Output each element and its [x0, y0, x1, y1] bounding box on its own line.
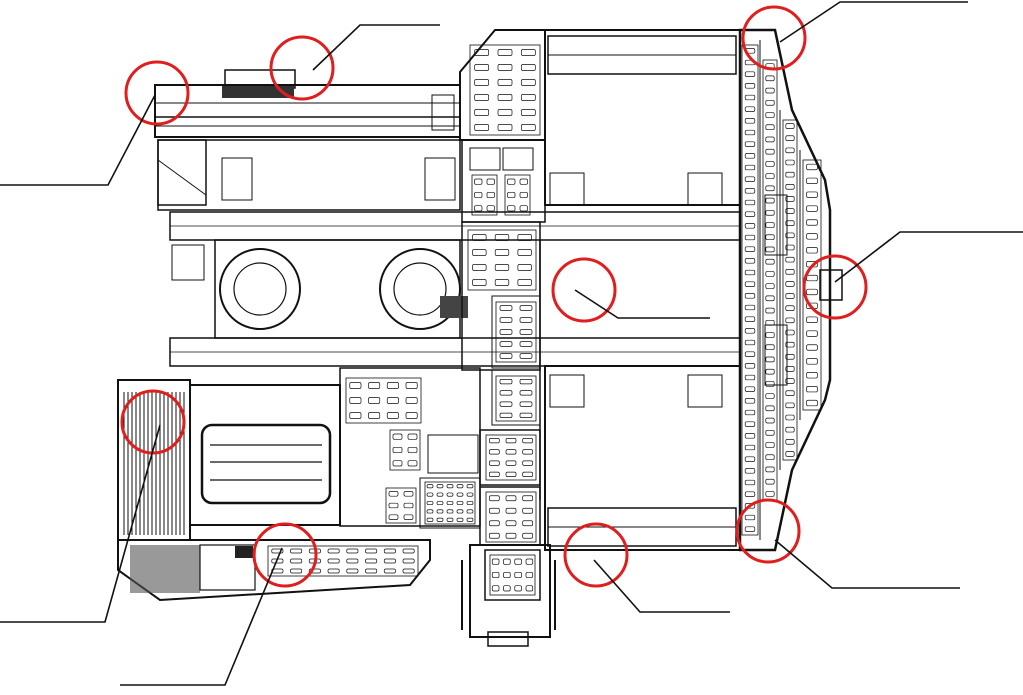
leader-line [0, 424, 161, 623]
callout-center-deck [551, 257, 710, 323]
lower-right-chamber [544, 365, 741, 551]
center-tower-top [459, 29, 546, 223]
perforated-panel [385, 487, 417, 524]
highlight-circle [741, 5, 807, 71]
perforated-panel [782, 119, 798, 461]
leader-line [574, 289, 710, 319]
perforated-panel [485, 434, 537, 481]
highlight-circle [252, 522, 318, 588]
perforated-panel [495, 301, 537, 363]
highlight-circle [124, 60, 190, 126]
radiator-grille [123, 392, 185, 535]
main-beams [169, 211, 741, 367]
upper-right-chamber [544, 29, 741, 206]
bottom-ladder [461, 544, 556, 647]
callout-bottom-left-step [120, 522, 318, 686]
perforated-panel [802, 159, 822, 411]
highlight-circle [563, 522, 629, 588]
highlight-circle [802, 254, 868, 320]
top-left-walkway [154, 69, 461, 138]
left-upper-bay [157, 139, 461, 281]
leader-line [779, 1, 968, 43]
perforated-panel [424, 481, 476, 525]
perforated-panel [741, 44, 759, 536]
highlight-circle [551, 257, 617, 323]
leader-line [774, 539, 960, 589]
lower-left-machinery [117, 367, 541, 546]
bearing-rings [219, 248, 468, 330]
perforated-panel [469, 44, 541, 136]
perforated-panel [467, 229, 537, 291]
perforated-panel [485, 491, 537, 543]
highlight-circle [735, 498, 801, 564]
callout-front-left-upper [0, 60, 190, 186]
perforated-panel [345, 377, 422, 424]
leader-line [834, 231, 1023, 283]
callout-top-left-rear [269, 24, 440, 101]
perforated-panel [489, 554, 536, 596]
callout-left-lower [0, 389, 186, 623]
callout-bottom-center [563, 522, 730, 613]
hole-pattern-panels [267, 44, 822, 596]
callout-right-center [802, 231, 1023, 320]
perforated-panel [389, 429, 421, 471]
leader-line [593, 559, 730, 613]
center-spine [461, 221, 541, 500]
perforated-panel [471, 174, 498, 216]
perforated-panel [495, 375, 537, 422]
callout-bottom-right-corner [735, 498, 960, 589]
right-bow-deck [738, 28, 843, 552]
highlight-circle [269, 35, 335, 101]
leader-line [120, 547, 283, 686]
bottom-walkway [117, 539, 431, 602]
highlight-circle [120, 389, 186, 455]
perforated-panel [762, 59, 778, 501]
callout-top-right-corner [741, 1, 968, 71]
perforated-panel [267, 545, 419, 577]
perforated-panel [504, 174, 531, 216]
leader-line [312, 24, 440, 71]
leader-line [0, 94, 156, 186]
